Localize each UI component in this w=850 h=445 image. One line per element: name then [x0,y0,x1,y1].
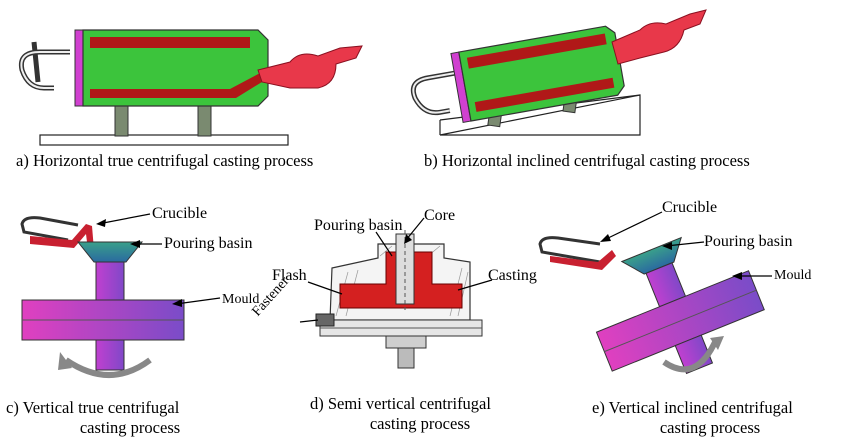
caption-c-line2: casting process [79,418,181,437]
panel-c-vertical-true [20,213,221,378]
label-c-mould: Mould [222,292,260,307]
caption-e-line2: casting process [659,418,761,437]
molten-metal-flow [611,9,707,65]
caption-c-line1: c) Vertical true centrifugal [6,398,180,417]
rotation-arrow-icon [662,338,719,373]
metal-layer-top [466,33,607,69]
caption-a: a) Horizontal true centrifugal casting p… [16,151,314,170]
spindle [385,335,427,349]
fastener [315,313,335,327]
mould-body [82,29,269,107]
pouring-basin [76,241,144,263]
crucible [538,236,601,264]
mould-end-cap [74,29,84,107]
label-e-mould: Mould [774,268,812,283]
rotation-arrow-icon [64,357,152,378]
label-d-core: Core [424,207,456,224]
panel-d-semi-vertical [299,217,493,369]
panel-b-horizontal-inclined [410,9,707,136]
label-c-pouring-basin: Pouring basin [164,235,253,252]
label-e-pouring-basin: Pouring basin [704,233,793,250]
crucible [20,216,79,242]
panel-a-horizontal-true [18,29,363,146]
label-e-crucible: Crucible [662,199,718,216]
label-d-pouring-basin: Pouring basin [314,217,403,234]
mould-stem-bottom [95,339,125,371]
mould-body [458,25,625,122]
label-c-crucible: Crucible [152,205,208,222]
caption-e-line1: e) Vertical inclined centrifugal [592,398,793,417]
metal-layer-top [90,37,250,48]
panel-e-vertical-inclined [538,211,772,375]
crucible-metal-stream [550,250,616,270]
molten-metal-flow [257,45,363,89]
caption-d-line2: casting process [369,414,471,433]
label-d-flash: Flash [272,267,307,284]
mould-stem-top [95,261,125,301]
caption-d-line1: d) Semi vertical centrifugal [310,394,491,413]
base-plate [39,134,289,146]
metal-layer-bottom [90,72,262,98]
caption-b: b) Horizontal inclined centrifugal casti… [424,151,750,170]
label-d-casting: Casting [488,267,537,284]
metal-layer-bottom [474,77,615,112]
crucible-metal-stream [30,224,94,250]
